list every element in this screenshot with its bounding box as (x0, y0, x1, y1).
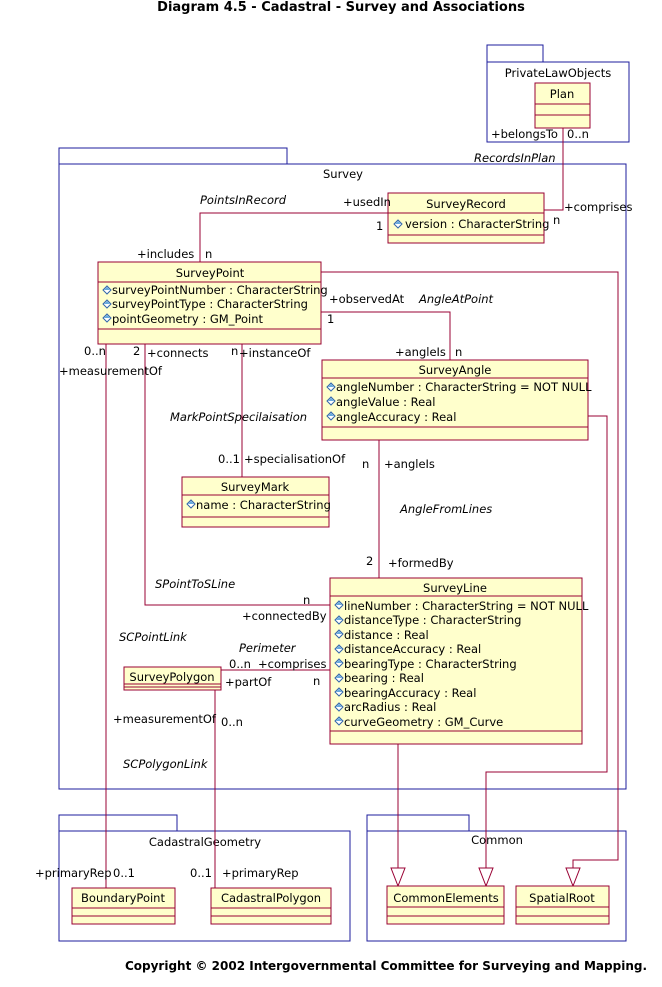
role-label: +observedAt (329, 292, 405, 306)
attribute: angleAccuracy : Real (336, 410, 456, 424)
association-spoint-to-sline: SPointToSLine (155, 577, 235, 591)
package-label: Survey (323, 167, 363, 181)
multiplicity-label: 0..n (567, 127, 589, 141)
role-label: +usedIn (343, 195, 391, 209)
association-lines (105, 128, 619, 888)
attribute: angleValue : Real (336, 395, 435, 409)
class-survey-point[interactable]: SurveyPoint surveyPointNumber : Characte… (97, 261, 328, 345)
class-cadastral-polygon[interactable]: CadastralPolygon (210, 887, 332, 925)
class-name: SurveyPolygon (129, 670, 214, 684)
package-common: Common (366, 814, 627, 942)
association-mark-point-specialisation: MarkPointSpecilaisation (170, 410, 307, 424)
role-label: +primaryRep (35, 866, 112, 880)
class-name: Plan (550, 87, 574, 101)
multiplicity-label: 0..1 (113, 866, 135, 880)
class-name: SpatialRoot (529, 891, 595, 905)
association-angle-at-point: AngleAtPoint (418, 292, 494, 306)
association-perimeter: Perimeter (239, 641, 297, 655)
role-label: +measurementOf (59, 364, 163, 378)
association-records-in-plan: RecordsInPlan (474, 151, 556, 165)
role-label: +includes (137, 247, 194, 261)
attribute: bearing : Real (344, 671, 424, 685)
multiplicity-label: 0..n (84, 344, 106, 358)
multiplicity-label: 0..1 (190, 866, 212, 880)
role-label: +primaryRep (222, 866, 299, 880)
diagram-title: Diagram 4.5 - Cadastral - Survey and Ass… (157, 0, 525, 15)
role-label: +angleIs (395, 345, 446, 359)
multiplicity-label: n (362, 457, 369, 471)
attribute: arcRadius : Real (344, 700, 436, 714)
attribute: name : CharacterString (196, 498, 331, 512)
attribute: distanceType : CharacterString (344, 613, 521, 627)
class-survey-mark[interactable]: SurveyMark name : CharacterString (181, 476, 331, 528)
role-label: +comprises (258, 657, 326, 671)
class-name: SurveyPoint (176, 266, 245, 280)
class-boundary-point[interactable]: BoundaryPoint (71, 887, 176, 925)
class-name: BoundaryPoint (81, 891, 165, 905)
attribute: distanceAccuracy : Real (344, 642, 481, 656)
package-survey: Survey (58, 147, 627, 790)
class-name: SurveyMark (221, 480, 290, 494)
class-common-elements[interactable]: CommonElements (386, 885, 505, 925)
class-name: SurveyAngle (419, 363, 492, 377)
attribute: version : CharacterString (405, 217, 549, 231)
association-sc-polygon-link: SCPolygonLink (123, 757, 209, 771)
association-points-in-record: PointsInRecord (200, 193, 287, 207)
role-label: +angleIs (384, 457, 435, 471)
multiplicity-label: n (231, 344, 238, 358)
multiplicity-label: 0..n (221, 715, 243, 729)
multiplicity-label: 0..1 (218, 452, 240, 466)
copyright-text: Copyright © 2002 Intergovernmental Commi… (125, 959, 647, 973)
package-private-law-objects: PrivateLawObjects (486, 44, 630, 143)
attribute: distance : Real (344, 628, 429, 642)
attribute: pointGeometry : GM_Point (112, 312, 263, 326)
role-label: +comprises (564, 200, 632, 214)
attribute: bearingAccuracy : Real (344, 686, 476, 700)
attribute: lineNumber : CharacterString = NOT NULL (344, 599, 589, 613)
role-label: +instanceOf (239, 346, 311, 360)
package-label: PrivateLawObjects (505, 66, 611, 80)
attribute: curveGeometry : GM_Curve (344, 715, 503, 729)
package-label: Common (471, 833, 523, 847)
multiplicity-label: n (303, 593, 310, 607)
role-label: +connects (147, 346, 208, 360)
class-name: SurveyRecord (426, 197, 506, 211)
multiplicity-label: n (313, 674, 320, 688)
attribute: surveyPointType : CharacterString (112, 297, 308, 311)
attribute: bearingType : CharacterString (344, 657, 517, 671)
association-angle-from-lines: AngleFromLines (399, 502, 492, 516)
class-plan[interactable]: Plan (534, 82, 591, 129)
role-label: +measurementOf (113, 712, 217, 726)
class-name: SurveyLine (423, 581, 487, 595)
multiplicity-label: n (455, 345, 462, 359)
multiplicity-label: 1 (376, 219, 383, 233)
class-survey-angle[interactable]: SurveyAngle angleNumber : CharacterStrin… (321, 359, 592, 441)
class-spatial-root[interactable]: SpatialRoot (515, 885, 610, 925)
role-label: +connectedBy (242, 609, 327, 623)
class-name: CommonElements (393, 891, 498, 905)
multiplicity-label: n (553, 213, 560, 227)
multiplicity-label: n (205, 247, 212, 261)
multiplicity-label: 2 (133, 344, 140, 358)
multiplicity-label: 1 (327, 312, 334, 326)
package-label: CadastralGeometry (149, 835, 261, 849)
attribute: surveyPointNumber : CharacterString (112, 283, 328, 297)
role-label: +partOf (225, 675, 272, 689)
role-label: +belongsTo (491, 127, 558, 141)
class-survey-line[interactable]: SurveyLine lineNumber : CharacterString … (329, 577, 589, 745)
class-name: CadastralPolygon (221, 891, 321, 905)
class-survey-polygon[interactable]: SurveyPolygon (123, 666, 222, 691)
attribute: angleNumber : CharacterString = NOT NULL (336, 380, 592, 394)
multiplicity-label: 2 (366, 554, 373, 568)
class-survey-record[interactable]: SurveyRecord version : CharacterString (387, 192, 549, 244)
role-label: +specialisationOf (244, 452, 346, 466)
role-label: +formedBy (388, 556, 454, 570)
package-cadastral-geometry: CadastralGeometry (58, 814, 351, 942)
multiplicity-label: 0..n (229, 657, 251, 671)
association-sc-point-link: SCPointLink (119, 630, 188, 644)
